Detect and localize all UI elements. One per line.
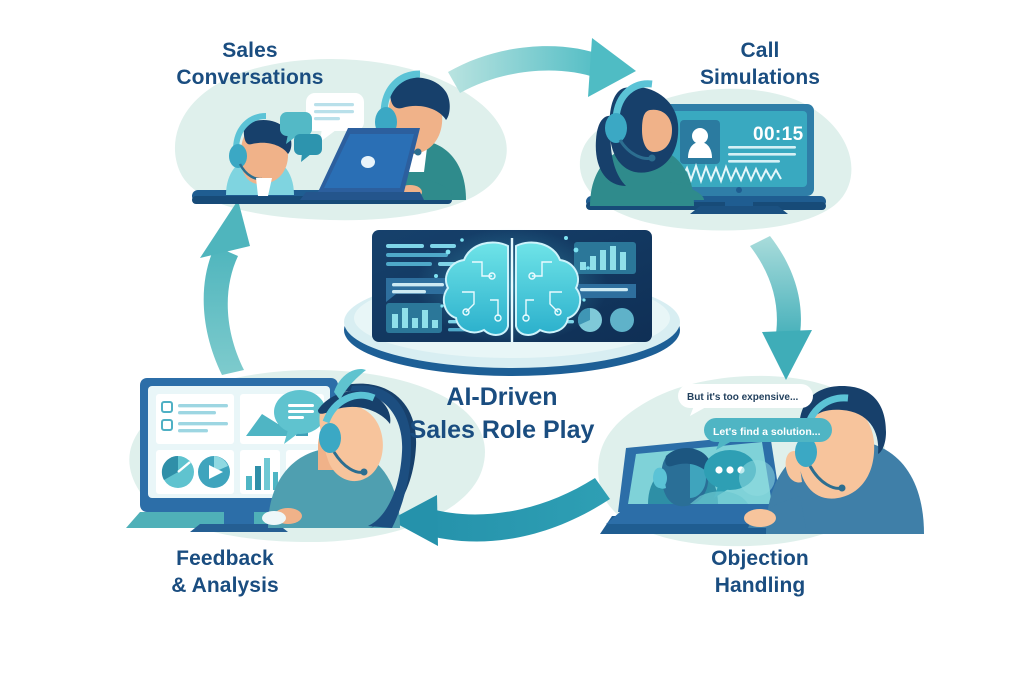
arrow-call-to-objection	[750, 236, 812, 380]
chat-bubbles-group	[280, 93, 364, 162]
scene-feedback-analysis	[126, 368, 417, 532]
ai-brain-icon	[434, 236, 590, 342]
node-label-sales-conversations: Sales Conversations	[176, 39, 324, 89]
scene-objection-handling	[600, 384, 924, 534]
node-label-objection-handling: Objection Handling	[711, 547, 809, 597]
bubble-objection	[678, 384, 813, 416]
node-label-feedback-analysis: Feedback & Analysis	[171, 547, 279, 597]
center-title: AI-Driven Sales Role Play	[409, 383, 595, 444]
arrow-sales-to-call	[448, 38, 636, 97]
arrow-objection-to-feedback	[390, 478, 610, 546]
solution-bubble-text: Let's find a solution...	[713, 426, 821, 438]
call-timer-text: 00:15	[753, 124, 804, 145]
node-label-call-simulations: Call Simulations	[699, 39, 821, 89]
arrow-feedback-to-sales	[200, 200, 250, 375]
scene-sales-conversations	[192, 70, 466, 204]
bubble-solution	[704, 418, 832, 450]
scene-ai-core	[344, 228, 680, 376]
objection-bubble-text: But it's too expensive...	[687, 392, 799, 403]
scene-call-simulations	[586, 80, 826, 214]
